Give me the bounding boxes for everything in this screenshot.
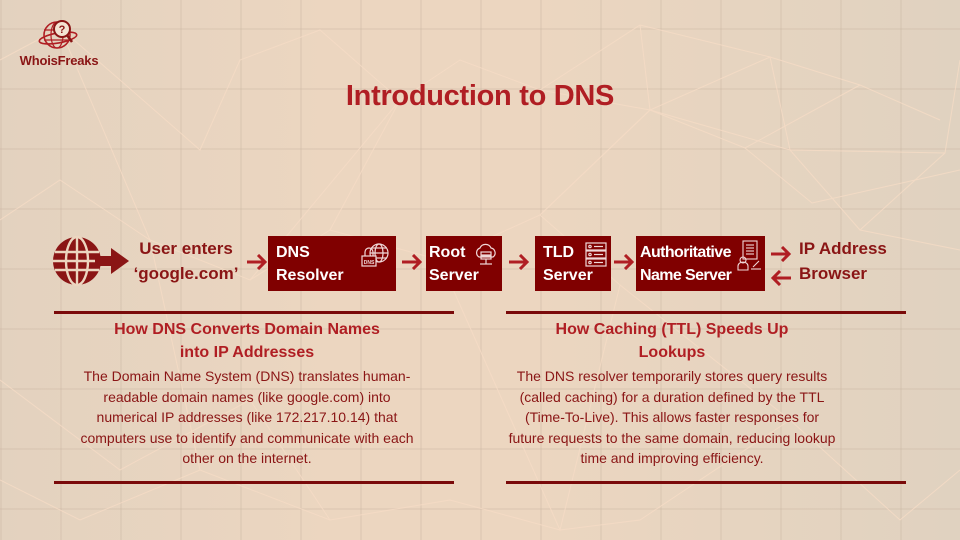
body-line: time and improving efficiency. <box>580 450 764 466</box>
step-label-line2: Server <box>429 267 479 284</box>
brand-name: WhoisFreaks <box>19 53 99 68</box>
panel-left-top-rule <box>54 311 454 314</box>
panel-left-bottom-rule <box>54 481 454 484</box>
body-line: The Domain Name System (DNS) translates … <box>83 368 411 384</box>
arrow-right-icon <box>771 246 792 262</box>
arrow-right-icon <box>614 254 635 270</box>
body-line: future requests to the same domain, redu… <box>508 429 836 446</box>
arrow-right-icon <box>509 254 530 270</box>
body-line: (Time-To-Live). This allows faster respo… <box>524 409 820 425</box>
start-user-enters: User enters ‘google.com’ <box>128 236 244 286</box>
start-line2: ‘google.com’ <box>133 264 239 283</box>
step-label-line1: Root <box>429 244 466 261</box>
step-label-line2: Resolver <box>276 267 344 284</box>
panel-title-line1: How Caching (TTL) Speeds Up <box>555 321 789 338</box>
body-line: other on the internet. <box>182 450 312 466</box>
dns-globe-lock-icon: DNS <box>361 243 389 267</box>
page-title: Introduction to DNS <box>345 80 615 112</box>
cloud-server-icon <box>476 243 496 265</box>
panel-title-line2: Lookups <box>638 344 706 361</box>
server-rack-icon <box>585 242 607 267</box>
body-line: (called caching) for a duration defined … <box>519 388 825 405</box>
start-line1: User enters <box>139 239 233 258</box>
panel-title-line1: How DNS Converts Domain Names <box>114 321 380 338</box>
end-line2: Browser <box>799 264 868 283</box>
svg-text:DNS: DNS <box>364 260 375 266</box>
panel-title: How Caching (TTL) Speeds Up Lookups <box>486 318 858 364</box>
panel-title: How DNS Converts Domain Names into IP Ad… <box>54 318 440 364</box>
document-user-gavel-icon <box>737 240 761 271</box>
step-label-line2: Name Server <box>640 267 732 284</box>
panel-body: The DNS resolver temporarily stores quer… <box>486 366 858 469</box>
end-ip-address-browser: IP Address Browser <box>799 236 909 286</box>
globe-arrow-icon <box>53 235 129 287</box>
dns-flow-diagram: User enters ‘google.com’ DNS Resolver DN… <box>0 232 960 294</box>
arrow-right-icon <box>247 254 268 270</box>
step-label-line1: TLD <box>543 244 575 261</box>
body-line: readable domain names (like google.com) … <box>103 388 391 405</box>
step-label-line2: Server <box>543 267 593 284</box>
end-line1: IP Address <box>799 239 887 258</box>
svg-text:?: ? <box>59 24 66 36</box>
step-root-server: Root Server <box>426 236 502 291</box>
globe-magnifier-question-icon: ? <box>38 20 78 49</box>
panel-dns-conversion: How DNS Converts Domain Names into IP Ad… <box>54 318 440 469</box>
panel-right-top-rule <box>506 311 906 314</box>
step-label-line1: Authoritative <box>640 244 731 261</box>
panel-body: The Domain Name System (DNS) translates … <box>54 366 440 469</box>
body-line: The DNS resolver temporarily stores quer… <box>516 368 828 384</box>
panel-title-line2: into IP Addresses <box>179 344 315 361</box>
panel-right-bottom-rule <box>506 481 906 484</box>
brand-logo: ? WhoisFreaks <box>14 18 104 68</box>
panel-caching-ttl: How Caching (TTL) Speeds Up Lookups The … <box>486 318 858 469</box>
arrow-left-icon <box>770 270 791 286</box>
step-label-line1: DNS <box>276 244 310 261</box>
step-authoritative-name-server: Authoritative Name Server <box>636 236 765 291</box>
body-line: numerical IP addresses (like 172.217.10.… <box>96 409 398 425</box>
step-dns-resolver: DNS Resolver DNS <box>268 236 396 291</box>
body-line: computers use to identify and communicat… <box>80 429 414 446</box>
arrow-right-icon <box>402 254 423 270</box>
step-tld-server: TLD Server <box>535 236 611 291</box>
